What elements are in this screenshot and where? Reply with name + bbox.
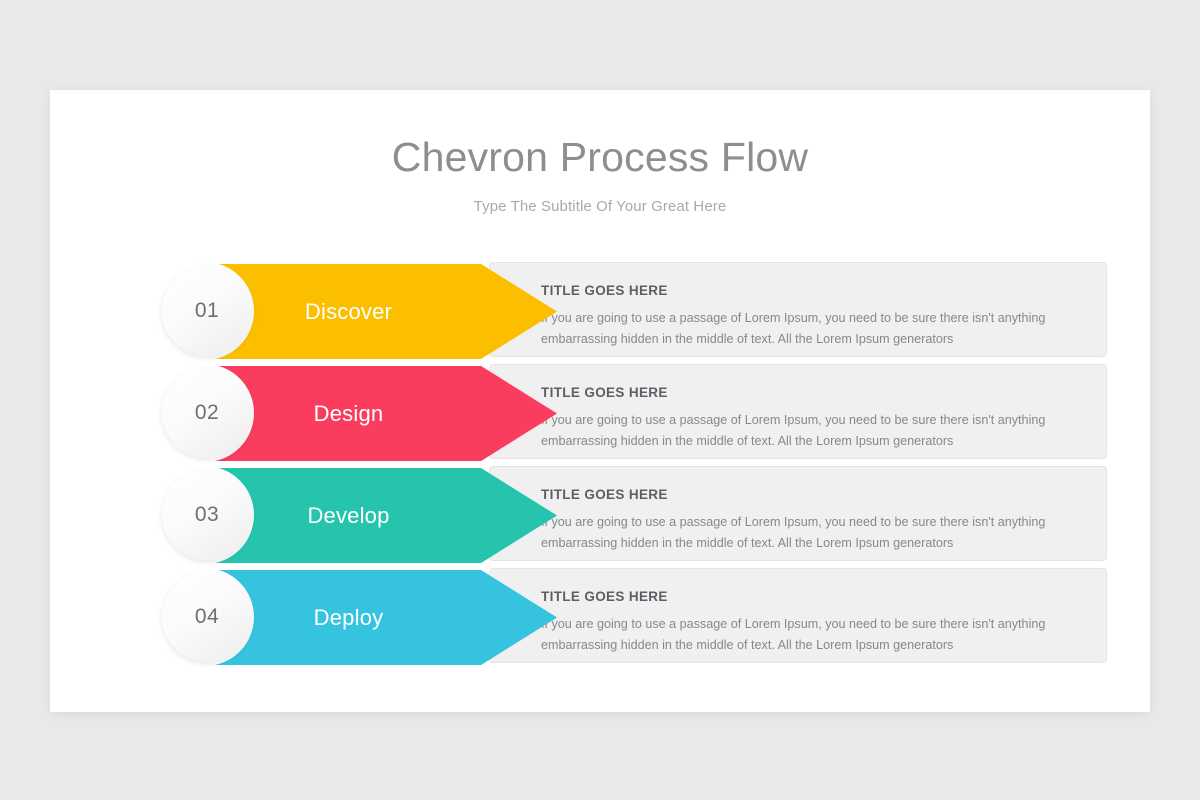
step-chevron[interactable]: Deploy: [212, 570, 557, 665]
step-panel-title: TITLE GOES HERE: [541, 283, 668, 298]
page-subtitle: Type The Subtitle Of Your Great Here: [473, 198, 727, 216]
slide-card: Chevron Process Flow Type The Subtitle O…: [50, 90, 1150, 712]
step-description-panel: TITLE GOES HERE If you are going to use a…: [489, 364, 1107, 459]
process-step-row[interactable]: TITLE GOES HERE If you are going to use a…: [112, 262, 1107, 363]
step-chevron-label: Design: [313, 400, 384, 426]
step-number-label: 03: [194, 503, 220, 526]
process-step-row[interactable]: TITLE GOES HERE If you are going to use a…: [112, 364, 1107, 465]
page-title: Chevron Process Flow: [391, 134, 809, 180]
step-chevron[interactable]: Discover: [212, 264, 557, 359]
step-description-panel: TITLE GOES HERE If you are going to use a…: [489, 568, 1107, 663]
step-chevron[interactable]: Develop: [212, 468, 557, 563]
step-panel-title: TITLE GOES HERE: [541, 385, 668, 400]
process-flow-list: TITLE GOES HERE If you are going to use a…: [112, 262, 1107, 670]
step-number-label: 02: [194, 401, 220, 424]
step-description-panel: TITLE GOES HERE If you are going to use a…: [489, 262, 1107, 357]
step-panel-body: If you are going to use a passage of Lor…: [541, 515, 1046, 550]
step-panel-title: TITLE GOES HERE: [541, 487, 668, 502]
step-number-badge[interactable]: 01: [162, 266, 252, 356]
step-chevron-label: Discover: [304, 298, 393, 324]
step-chevron[interactable]: Design: [212, 366, 557, 461]
step-panel-body: If you are going to use a passage of Lor…: [541, 311, 1046, 346]
step-chevron-label: Deploy: [313, 604, 384, 630]
step-number-badge[interactable]: 04: [162, 572, 252, 662]
step-panel-body: If you are going to use a passage of Lor…: [541, 413, 1046, 448]
step-number-label: 01: [194, 299, 220, 322]
step-panel-body: If you are going to use a passage of Lor…: [541, 617, 1046, 652]
step-number-badge[interactable]: 02: [162, 368, 252, 458]
step-number-badge[interactable]: 03: [162, 470, 252, 560]
step-description-panel: TITLE GOES HERE If you are going to use a…: [489, 466, 1107, 561]
slide-header: Chevron Process Flow Type The Subtitle O…: [50, 90, 1150, 215]
process-step-row[interactable]: TITLE GOES HERE If you are going to use a…: [112, 466, 1107, 567]
step-number-label: 04: [194, 605, 220, 628]
step-panel-title: TITLE GOES HERE: [541, 589, 668, 604]
process-step-row[interactable]: TITLE GOES HERE If you are going to use a…: [112, 568, 1107, 669]
step-chevron-label: Develop: [307, 502, 390, 528]
